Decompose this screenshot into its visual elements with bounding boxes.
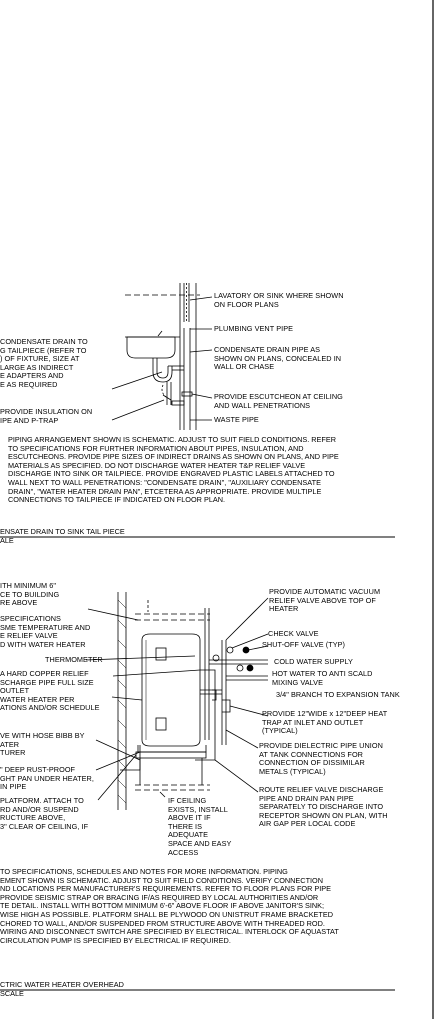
detail-title-bottom: CTRIC WATER HEATER OVERHEAD SCALE	[0, 980, 124, 998]
label-platform: PLATFORM. ATTACH TO RD AND/OR SUSPEND RU…	[0, 796, 89, 831]
sink-shape	[126, 336, 176, 359]
label-asme-valve: SPECIFICATIONS SME TEMPERATURE AND E REL…	[0, 614, 91, 649]
label-condensate-pipe: CONDENSATE DRAIN PIPE AS SHOWN ON PLANS,…	[214, 345, 342, 372]
label-thermometer: THERMOMETER	[45, 655, 103, 664]
label-condensate-drain: CONDENSATE DRAIN TO G TAILPIECE (REFER T…	[0, 337, 88, 389]
label-shutoff-valve: SHUT-OFF VALVE (TYP)	[262, 640, 346, 649]
label-hose-bibb: VE WITH HOSE BIBB BY ATER TURER	[0, 731, 85, 758]
label-expansion-branch: 3/4" BRANCH TO EXPANSION TANK	[276, 690, 400, 699]
label-cold-water: COLD WATER SUPPLY	[274, 657, 353, 666]
label-route-relief: ROUTE RELIEF VALVE DISCHARGE PIPE AND DR…	[259, 785, 388, 829]
label-escutcheon: PROVIDE ESCUTCHEON AT CEILING AND WALL P…	[214, 392, 343, 410]
label-vent-pipe: PLUMBING VENT PIPE	[214, 324, 294, 333]
label-ceiling-install: IF CEILING EXISTS, INSTALL ABOVE IT IF T…	[168, 796, 232, 857]
label-drain-pan: " DEEP RUST-PROOF GHT PAN UNDER HEATER, …	[0, 765, 94, 792]
water-heater-tank	[141, 633, 201, 747]
label-lavatory: LAVATORY OR SINK WHERE SHOWN ON FLOOR PL…	[214, 291, 344, 309]
label-waste-pipe: WASTE PIPE	[214, 415, 259, 424]
label-vacuum-relief: PROVIDE AUTOMATIC VACUUM RELIEF VALVE AB…	[269, 587, 381, 614]
label-dielectric-union: PROVIDE DIELECTRIC PIPE UNION AT TANK CO…	[259, 741, 383, 776]
label-insulation: PROVIDE INSULATION ON IPE AND P-TRAP	[0, 407, 93, 425]
label-clearance: ITH MINIMUM 6" CE TO BUILDING RE ABOVE	[0, 581, 60, 608]
notes-top: PIPING ARRANGEMENT SHOWN IS SCHEMATIC. A…	[8, 435, 339, 505]
detail-title-top: ENSATE DRAIN TO SINK TAIL PIECE ALE	[0, 527, 125, 545]
label-check-valve: CHECK VALVE	[268, 629, 319, 638]
notes-bottom: TO SPECIFICATIONS, SCHEDULES AND NOTES F…	[0, 867, 339, 945]
platform-shape	[135, 751, 207, 759]
label-heat-trap: PROVIDE 12"WIDE x 12"DEEP HEAT TRAP AT I…	[262, 709, 388, 736]
label-relief-pipe: A HARD COPPER RELIEF SCHARGE PIPE FULL S…	[0, 669, 100, 713]
label-hot-water: HOT WATER TO ANTI SCALD MIXING VALVE	[272, 669, 373, 687]
